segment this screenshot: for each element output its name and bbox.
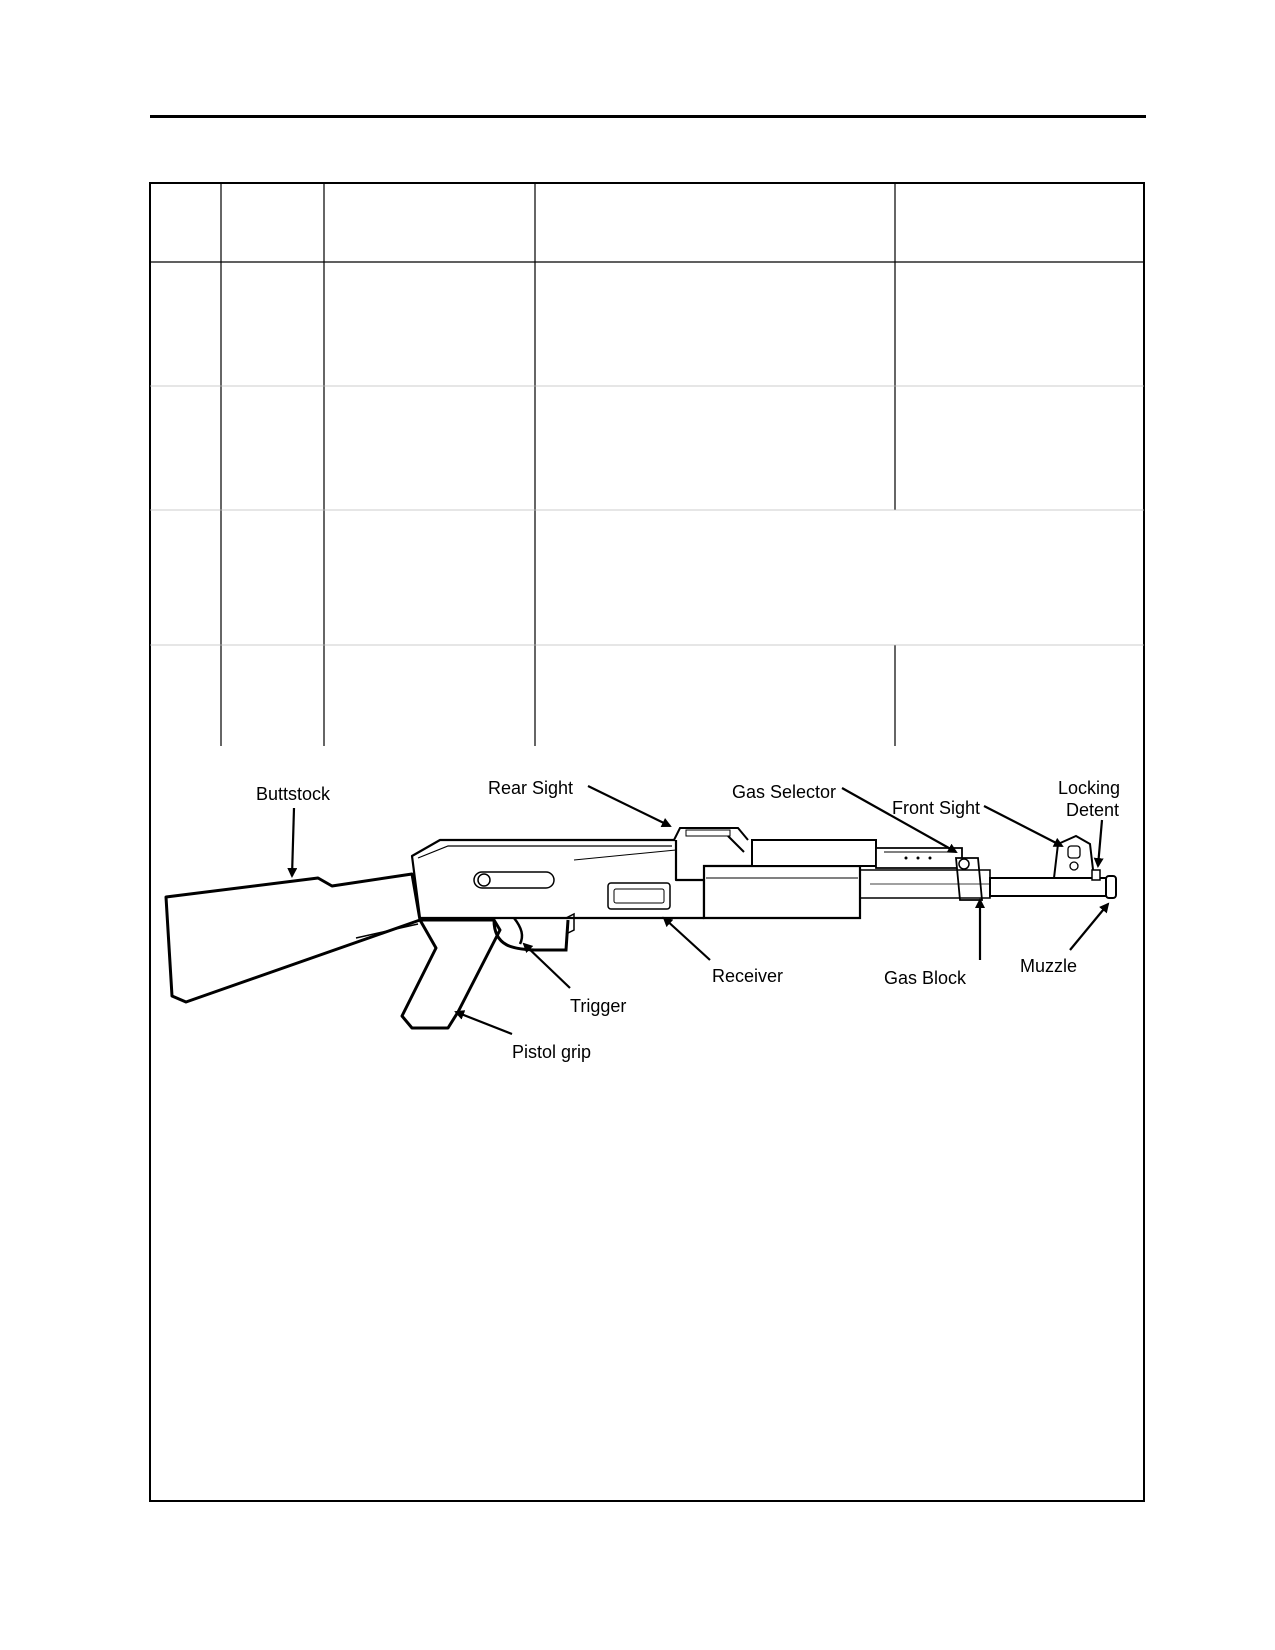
label-pistol-grip: Pistol grip: [512, 1042, 591, 1062]
handguard-shape: [702, 864, 862, 920]
trigger-shape: [513, 917, 524, 945]
trigger-leader: [522, 942, 571, 989]
label-locking: Locking: [1058, 778, 1120, 798]
pistol-grip-leader: [454, 1010, 513, 1036]
label-buttstock: Buttstock: [256, 784, 331, 804]
muzzle-leader: [1069, 902, 1110, 951]
label-gas-block: Gas Block: [884, 968, 967, 988]
page-top-rule: [150, 115, 1146, 118]
buttstock-leader: [287, 807, 298, 878]
label-detent: Detent: [1066, 800, 1119, 820]
rear-sight-leader: [587, 785, 672, 827]
label-rear-sight: Rear Sight: [488, 778, 573, 798]
upper-handguard-shape: [751, 839, 877, 867]
trigger-guard-shape: [492, 919, 570, 952]
muzzle-shape: [1105, 875, 1117, 899]
receiver-leader: [662, 916, 711, 961]
label-trigger: Trigger: [570, 996, 626, 1016]
barrel-shape: [989, 877, 1109, 897]
label-receiver: Receiver: [712, 966, 783, 986]
buttstock-shape: [164, 872, 422, 1004]
locking-detent-leader: [1093, 819, 1104, 868]
gas-selector-leader: [841, 787, 958, 853]
label-front-sight: Front Sight: [892, 798, 980, 818]
label-gas-selector: Gas Selector: [732, 782, 836, 802]
pistol-grip-shape: [400, 918, 502, 1030]
front-sight-leader: [983, 805, 1064, 847]
table-frame: [149, 182, 1145, 1502]
label-muzzle: Muzzle: [1020, 956, 1077, 976]
